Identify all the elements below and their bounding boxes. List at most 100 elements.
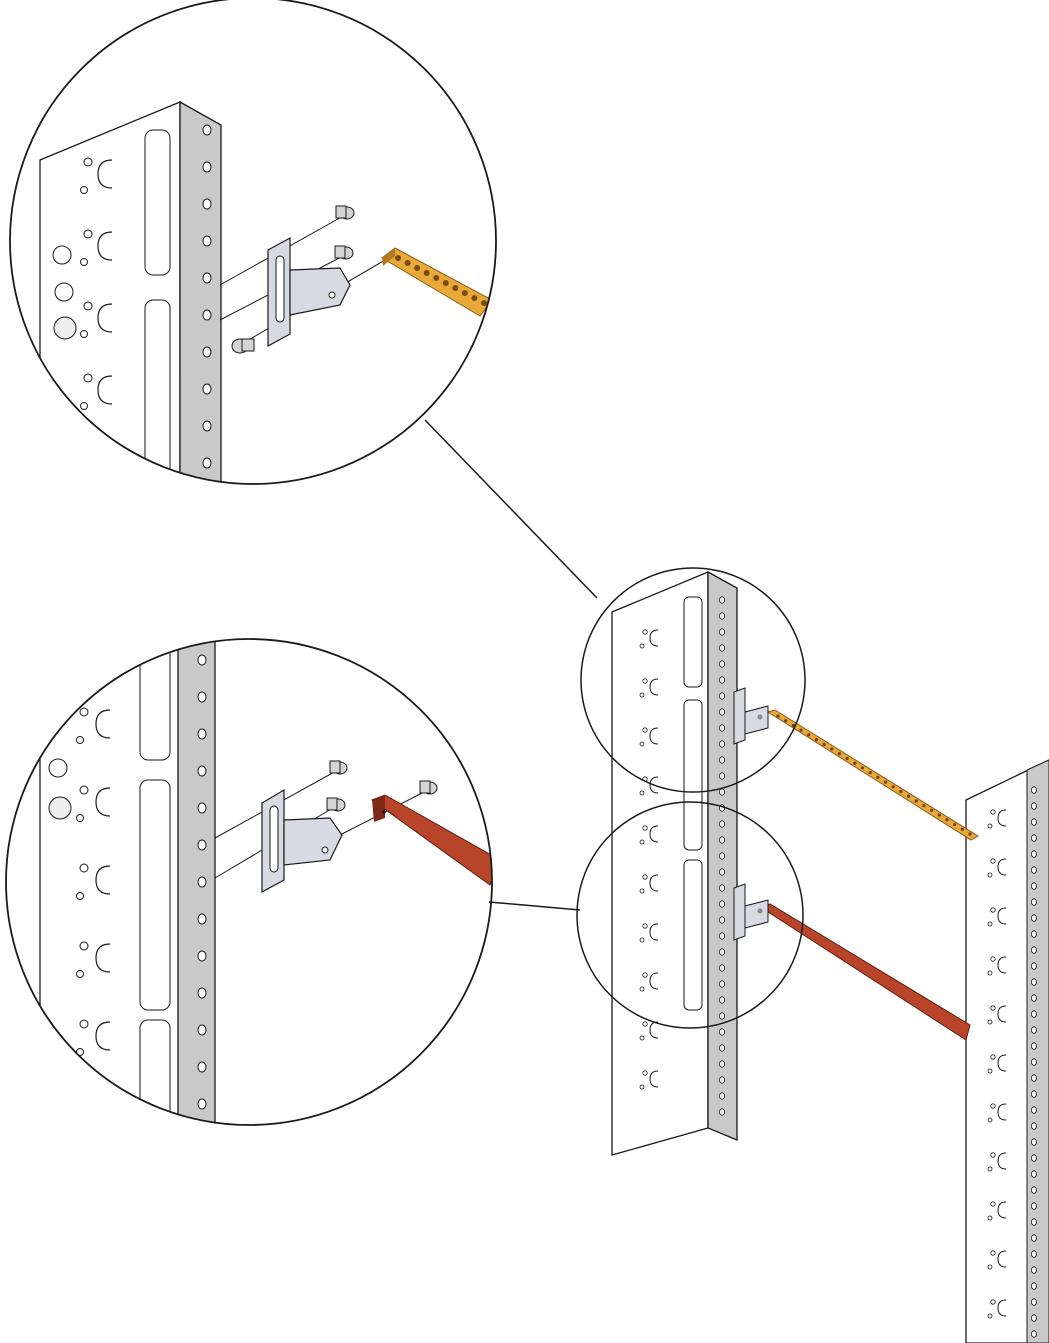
rail-hole bbox=[1031, 1106, 1038, 1114]
bar-hole bbox=[960, 827, 964, 831]
rail-hole bbox=[197, 802, 207, 814]
rail-hole bbox=[1031, 1202, 1038, 1210]
rail-slot bbox=[97, 303, 113, 333]
rail-hole bbox=[642, 1021, 648, 1027]
rail-slot bbox=[649, 874, 659, 892]
rail-hole bbox=[1031, 834, 1038, 842]
rail-hole bbox=[83, 157, 93, 167]
rail-hole bbox=[990, 1005, 996, 1011]
bar-hole bbox=[442, 280, 449, 286]
rail-hole bbox=[642, 972, 648, 978]
rail-hole bbox=[1031, 818, 1038, 826]
bar-hole bbox=[481, 300, 487, 306]
rail-hole bbox=[1031, 898, 1038, 906]
rail-slot bbox=[649, 727, 659, 745]
mounting-bracket-upper bbox=[733, 687, 769, 745]
bar-hole bbox=[899, 789, 903, 794]
callout-upper bbox=[9, 0, 497, 485]
rail-hole bbox=[197, 654, 207, 666]
ground-bar-enlarged bbox=[381, 247, 493, 317]
rail-hole bbox=[642, 1070, 648, 1076]
rail-hole bbox=[987, 1019, 993, 1025]
rail-hole bbox=[719, 980, 726, 988]
rail-hole bbox=[990, 1054, 996, 1060]
rail-hole bbox=[719, 612, 726, 620]
rail-hole bbox=[719, 820, 726, 828]
rail-slot bbox=[97, 231, 113, 261]
rail-hole bbox=[83, 373, 93, 383]
rail-hole bbox=[987, 1215, 993, 1221]
rail-hole bbox=[987, 921, 993, 927]
rail-hole bbox=[639, 986, 645, 992]
rail-hole bbox=[1031, 1186, 1038, 1194]
rail-hole bbox=[719, 596, 726, 604]
rail-hole bbox=[197, 765, 207, 777]
rail-hole bbox=[1031, 1298, 1038, 1306]
mounting-bracket bbox=[267, 236, 351, 348]
bar-hole bbox=[452, 285, 459, 291]
rail-hole bbox=[202, 383, 212, 395]
rail-hole bbox=[83, 301, 93, 311]
rail-hole bbox=[202, 235, 212, 247]
rail-hole bbox=[642, 923, 648, 929]
rail-hole bbox=[639, 643, 645, 649]
detail-circle-lower-small bbox=[576, 801, 804, 1029]
rail-hole bbox=[197, 1061, 207, 1073]
rail-hole bbox=[79, 863, 89, 873]
rail-hole bbox=[1031, 962, 1038, 970]
bar-hole bbox=[791, 723, 795, 728]
rail-slot bbox=[997, 1103, 1007, 1121]
rail-hole bbox=[1031, 1090, 1038, 1098]
rail-hole bbox=[987, 1313, 993, 1319]
rail-hole bbox=[719, 868, 726, 876]
rail-hole bbox=[719, 852, 726, 860]
rail-hole bbox=[719, 1044, 726, 1052]
rail-hole bbox=[197, 728, 207, 740]
rail-hole bbox=[642, 727, 648, 733]
rail-hole bbox=[1031, 1170, 1038, 1178]
callout-lower bbox=[5, 638, 493, 1126]
rail-hole bbox=[202, 346, 212, 358]
rail-hole bbox=[1031, 786, 1038, 794]
rail-hole bbox=[202, 420, 212, 432]
rail-hole bbox=[719, 740, 726, 748]
rail-hole bbox=[642, 874, 648, 880]
rail-hole bbox=[719, 964, 726, 972]
rail-hole bbox=[83, 229, 93, 239]
rail-hole bbox=[639, 937, 645, 943]
rail-slot bbox=[997, 1299, 1007, 1317]
rail-hole bbox=[52, 245, 72, 265]
rail-hole bbox=[642, 825, 648, 831]
rail-hole bbox=[987, 1117, 993, 1123]
rail-hole bbox=[1031, 1218, 1038, 1226]
rail-hole bbox=[987, 1264, 993, 1270]
rail-hole bbox=[79, 785, 89, 795]
rail-hole bbox=[990, 907, 996, 913]
rail-hole bbox=[719, 948, 726, 956]
rail-hole bbox=[1031, 1314, 1038, 1322]
rail-hole bbox=[197, 950, 207, 962]
rail-slot bbox=[649, 972, 659, 990]
rail-hole bbox=[1031, 1122, 1038, 1130]
rail-hole bbox=[987, 1068, 993, 1074]
screw-icon bbox=[231, 205, 355, 354]
rail-hole bbox=[197, 913, 207, 925]
rail-slot bbox=[95, 787, 111, 817]
rack-post-rear bbox=[965, 759, 1049, 1343]
rail-hole bbox=[1031, 946, 1038, 954]
rail-hole bbox=[1031, 1138, 1038, 1146]
bar-hole bbox=[837, 752, 842, 756]
rail-hole bbox=[79, 1019, 89, 1029]
bar-hole bbox=[404, 260, 411, 266]
rail-hole bbox=[990, 1299, 996, 1305]
rail-slot bbox=[95, 709, 111, 739]
rail-hole bbox=[639, 692, 645, 698]
rail-hole bbox=[1031, 1266, 1038, 1274]
main-assembly bbox=[576, 567, 1049, 1343]
rail-hole bbox=[639, 790, 645, 796]
rail-hole bbox=[1031, 1330, 1038, 1338]
rail-hole bbox=[80, 402, 88, 410]
rail-hole bbox=[83, 445, 93, 455]
bar-hole bbox=[814, 738, 819, 742]
